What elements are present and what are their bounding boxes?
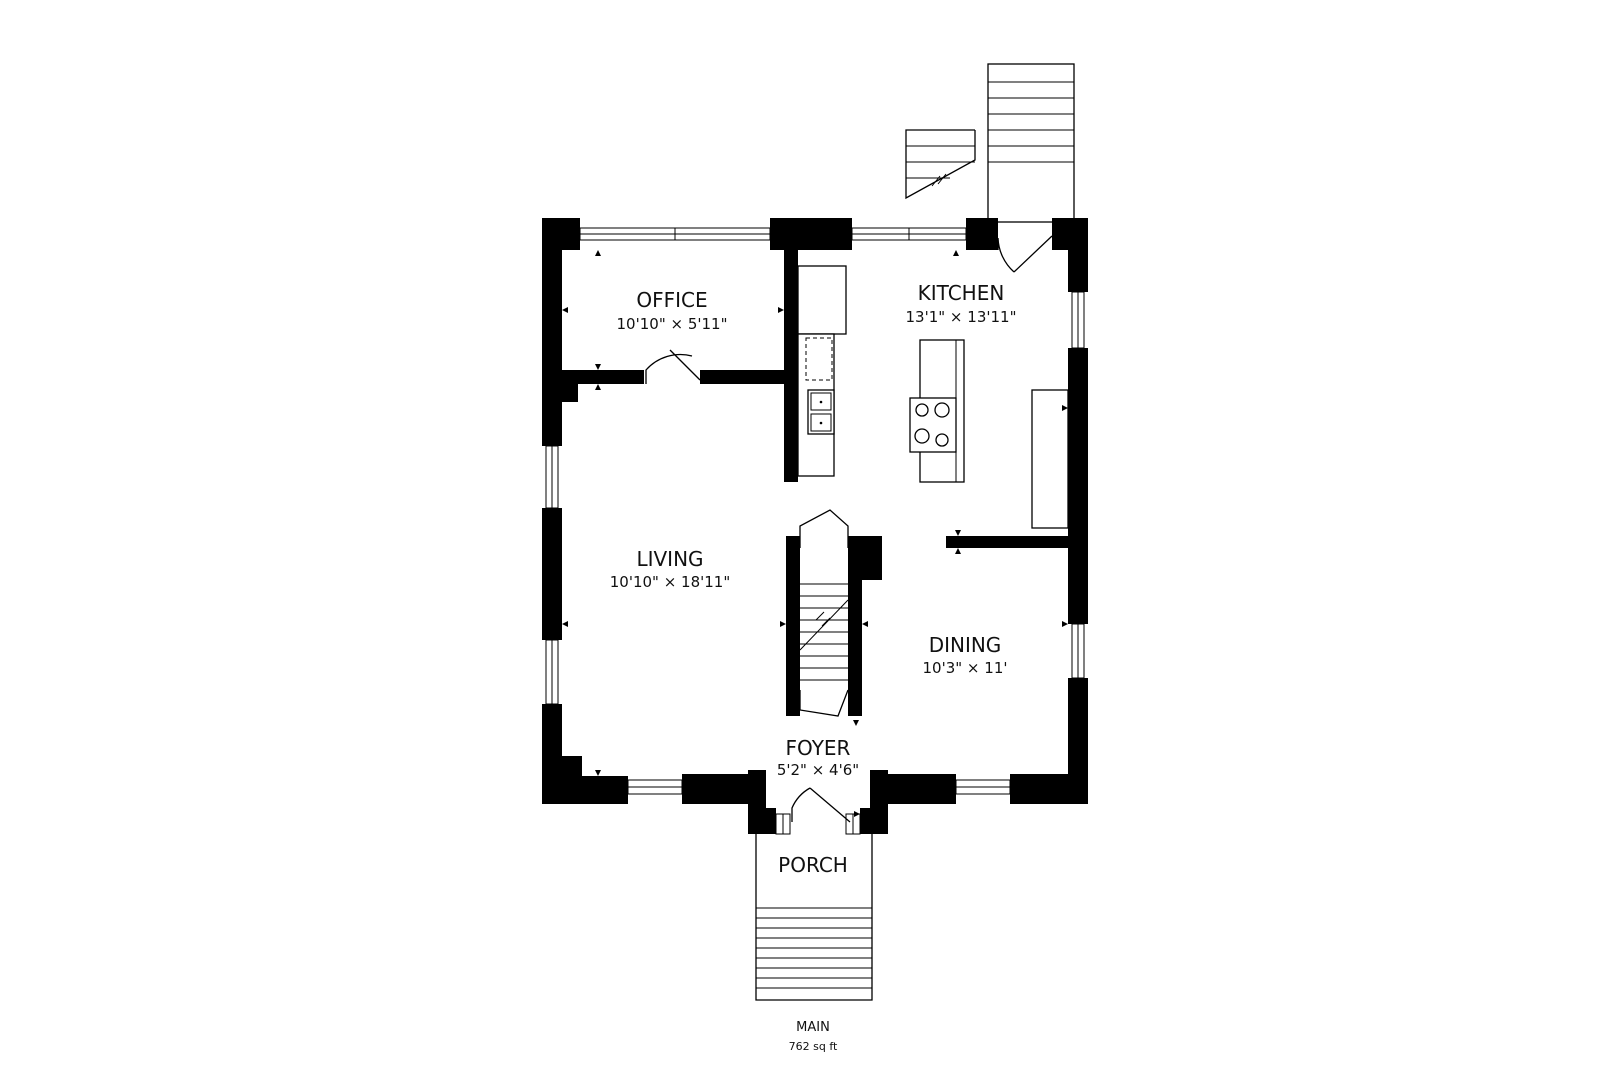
- kitchen-name: KITCHEN: [918, 281, 1005, 305]
- porch-label: PORCH: [778, 853, 848, 877]
- kitchen-label: KITCHEN 13'1" × 13'11": [906, 281, 1017, 326]
- foyer-dimensions: 5'2" × 4'6": [777, 761, 859, 779]
- living-dimensions: 10'10" × 18'11": [610, 573, 731, 591]
- kitchen-dimensions: 13'1" × 13'11": [906, 308, 1017, 326]
- porch-stairs: [755, 834, 873, 1001]
- interior-walls: [562, 250, 1068, 716]
- interior-stairs: [799, 509, 849, 717]
- office-name: OFFICE: [636, 288, 707, 312]
- living-label: LIVING 10'10" × 18'11": [610, 547, 731, 591]
- basement-stairs-exterior: [905, 129, 976, 200]
- office-label: OFFICE 10'10" × 5'11": [617, 288, 728, 333]
- porch-name: PORCH: [778, 853, 848, 877]
- floor-name: MAIN: [796, 1020, 830, 1035]
- refrigerator-icon: [1031, 389, 1069, 529]
- dining-dimensions: 10'3" × 11': [923, 659, 1008, 677]
- dimension-markers: [562, 250, 1068, 817]
- dining-label: DINING 10'3" × 11': [923, 633, 1008, 677]
- living-name: LIVING: [636, 547, 703, 571]
- dining-name: DINING: [929, 633, 1002, 657]
- floor-area: 762 sq ft: [789, 1040, 838, 1053]
- floor-caption: MAIN 762 sq ft: [789, 1020, 838, 1053]
- doors: [645, 235, 1053, 823]
- cooktop-icon: [909, 397, 957, 453]
- kitchen-counter: [797, 265, 847, 477]
- foyer-label: FOYER 5'2" × 4'6": [777, 736, 859, 779]
- sink-icon: [807, 389, 835, 435]
- foyer-name: FOYER: [786, 736, 851, 760]
- exterior-walls: [542, 218, 1088, 834]
- windows: [545, 227, 1085, 835]
- office-dimensions: 10'10" × 5'11": [617, 315, 728, 333]
- rear-exterior-stairs: [987, 63, 1075, 223]
